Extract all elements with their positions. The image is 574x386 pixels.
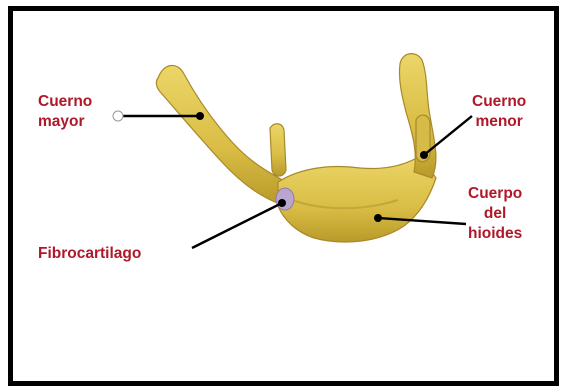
fibrocartilage-spot	[276, 188, 294, 210]
label-cuerno-mayor-line1: Cuerno	[38, 92, 92, 112]
label-cuerpo-del-hioides: Cuerpo del hioides	[468, 184, 522, 244]
label-cuerpo-line2: del	[468, 204, 522, 224]
label-cuerpo-line1: Cuerpo	[468, 184, 522, 204]
leader-end-dot-menor	[420, 151, 428, 159]
label-cuerno-menor-line2: menor	[472, 112, 526, 132]
hyoid-bone-illustration	[0, 0, 574, 365]
label-fibrocartilago-text: Fibrocartilago	[38, 244, 141, 264]
label-cuerno-menor-line1: Cuerno	[472, 92, 526, 112]
hyoid-body	[278, 156, 436, 242]
leader-end-dot-fibro	[278, 199, 286, 207]
leader-fibrocartilago	[192, 203, 282, 248]
leader-endpoint-dot	[113, 111, 123, 121]
label-cuerno-mayor-line2: mayor	[38, 112, 92, 132]
label-cuerno-menor: Cuerno menor	[472, 92, 526, 132]
label-cuerpo-line3: hioides	[468, 224, 522, 244]
label-cuerno-mayor: Cuerno mayor	[38, 92, 92, 132]
lesser-horn-left	[270, 124, 286, 176]
leader-end-dot-mayor	[196, 112, 204, 120]
greater-horn-left	[156, 65, 286, 204]
label-fibrocartilago: Fibrocartilago	[38, 244, 141, 264]
leader-end-dot-cuerpo	[374, 214, 382, 222]
